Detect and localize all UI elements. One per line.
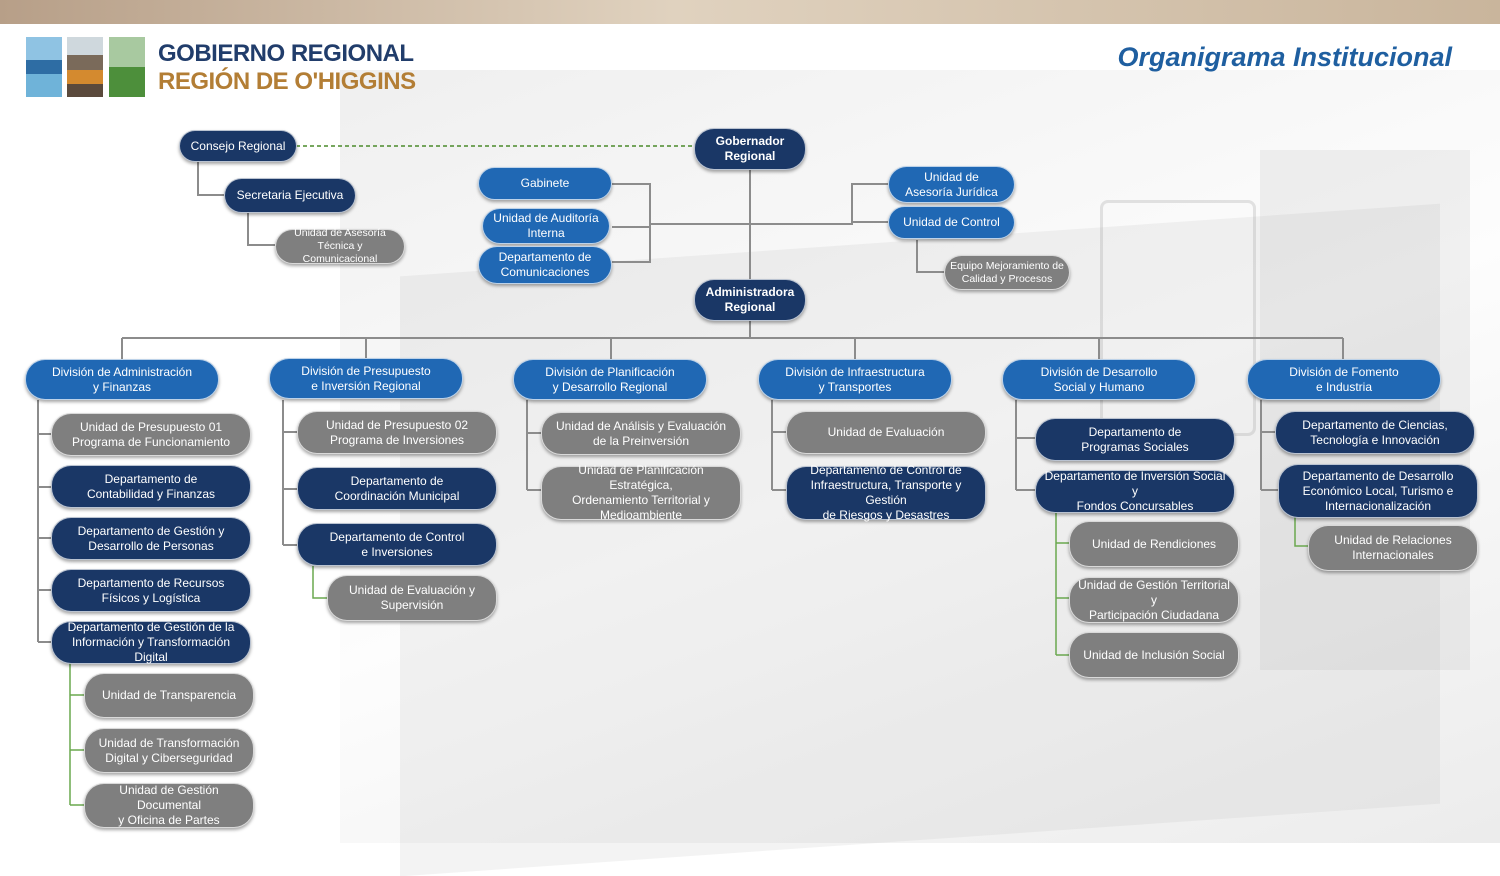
subunit-relaciones-internacionales[interactable]: Unidad de Relaciones Internacionales: [1308, 525, 1478, 571]
unit-presupuesto-01[interactable]: Unidad de Presupuesto 01 Programa de Fun…: [51, 413, 251, 456]
node-asesoria-tecnica[interactable]: Unidad de Asesoría Técnica y Comunicacio…: [275, 227, 405, 265]
unit-planificacion-estrategica[interactable]: Unidad de Planificación Estratégica, Ord…: [541, 463, 741, 522]
page-title: Organigrama Institucional: [1117, 42, 1452, 72]
unit-contabilidad[interactable]: Departamento de Contabilidad y Finanzas: [51, 465, 251, 508]
unit-inversion-social[interactable]: Departamento de Inversión Social y Fondo…: [1035, 469, 1235, 513]
division-presupuesto[interactable]: División de Presupuesto e Inversión Regi…: [269, 358, 463, 399]
unit-coordinacion-municipal[interactable]: Departamento de Coordinación Municipal: [297, 467, 497, 510]
subunit-gestion-territorial[interactable]: Unidad de Gestión Territorial y Particip…: [1069, 577, 1239, 623]
division-administracion[interactable]: División de Administración y Finanzas: [25, 359, 219, 400]
unit-gestion-personas[interactable]: Departamento de Gestión y Desarrollo de …: [51, 517, 251, 560]
logo: GOBIERNO REGIONAL REGIÓN DE O'HIGGINS: [26, 37, 416, 99]
node-mejoramiento[interactable]: Equipo Mejoramiento de Calidad y Proceso…: [944, 255, 1070, 290]
unit-desarrollo-economico[interactable]: Departamento de Desarrollo Económico Loc…: [1278, 464, 1478, 518]
subunit-gestion-documental[interactable]: Unidad de Gestión Documental y Oficina d…: [84, 783, 254, 828]
node-gobernador[interactable]: Gobernador Regional: [694, 128, 806, 170]
unit-recursos-fisicos[interactable]: Departamento de Recursos Físicos y Logís…: [51, 569, 251, 612]
logo-line-1: GOBIERNO REGIONAL: [158, 40, 414, 67]
unit-evaluacion[interactable]: Unidad de Evaluación: [786, 411, 986, 454]
node-administradora[interactable]: Administradora Regional: [694, 279, 806, 321]
logo-mountain-icon: [67, 37, 103, 97]
subunit-transformacion-digital[interactable]: Unidad de Transformación Digital y Ciber…: [84, 728, 254, 773]
node-consejo[interactable]: Consejo Regional: [179, 130, 297, 162]
node-secretaria[interactable]: Secretaria Ejecutiva: [224, 178, 356, 213]
unit-programas-sociales[interactable]: Departamento de Programas Sociales: [1035, 418, 1235, 461]
division-desarrollo-social[interactable]: División de Desarrollo Social y Humano: [1002, 359, 1196, 400]
node-comunicaciones[interactable]: Departamento de Comunicaciones: [478, 246, 612, 284]
division-infraestructura[interactable]: División de Infraestructura y Transporte…: [758, 359, 952, 400]
division-fomento[interactable]: División de Fomento e Industria: [1247, 359, 1441, 400]
unit-control-inversiones[interactable]: Departamento de Control e Inversiones: [297, 523, 497, 566]
subunit-evaluacion-supervision[interactable]: Unidad de Evaluación y Supervisión: [327, 575, 497, 621]
subunit-rendiciones[interactable]: Unidad de Rendiciones: [1069, 521, 1239, 567]
node-control[interactable]: Unidad de Control: [888, 206, 1015, 239]
logo-line-2: REGIÓN DE O'HIGGINS: [158, 68, 416, 95]
unit-ciencias-tecnologia[interactable]: Departamento de Ciencias, Tecnología e I…: [1275, 411, 1475, 454]
logo-apple-icon: [109, 37, 145, 97]
division-planificacion[interactable]: División de Planificación y Desarrollo R…: [513, 359, 707, 400]
unit-gestion-informacion[interactable]: Departamento de Gestión de la Informació…: [51, 620, 251, 664]
unit-presupuesto-02[interactable]: Unidad de Presupuesto 02 Programa de Inv…: [297, 411, 497, 454]
connector-lines: [37, 145, 1344, 806]
unit-analisis-preinversion[interactable]: Unidad de Análisis y Evaluación de la Pr…: [541, 412, 741, 455]
top-banner: [0, 0, 1500, 24]
unit-control-infraestructura[interactable]: Departamento de Control de Infraestructu…: [786, 463, 986, 522]
logo-sea-icon: [26, 37, 62, 97]
subunit-transparencia[interactable]: Unidad de Transparencia: [84, 673, 254, 718]
node-juridica[interactable]: Unidad de Asesoría Jurídica: [888, 166, 1015, 203]
node-gabinete[interactable]: Gabinete: [478, 167, 612, 200]
node-auditoria[interactable]: Unidad de Auditoría Interna: [482, 208, 610, 244]
subunit-inclusion-social[interactable]: Unidad de Inclusión Social: [1069, 632, 1239, 678]
